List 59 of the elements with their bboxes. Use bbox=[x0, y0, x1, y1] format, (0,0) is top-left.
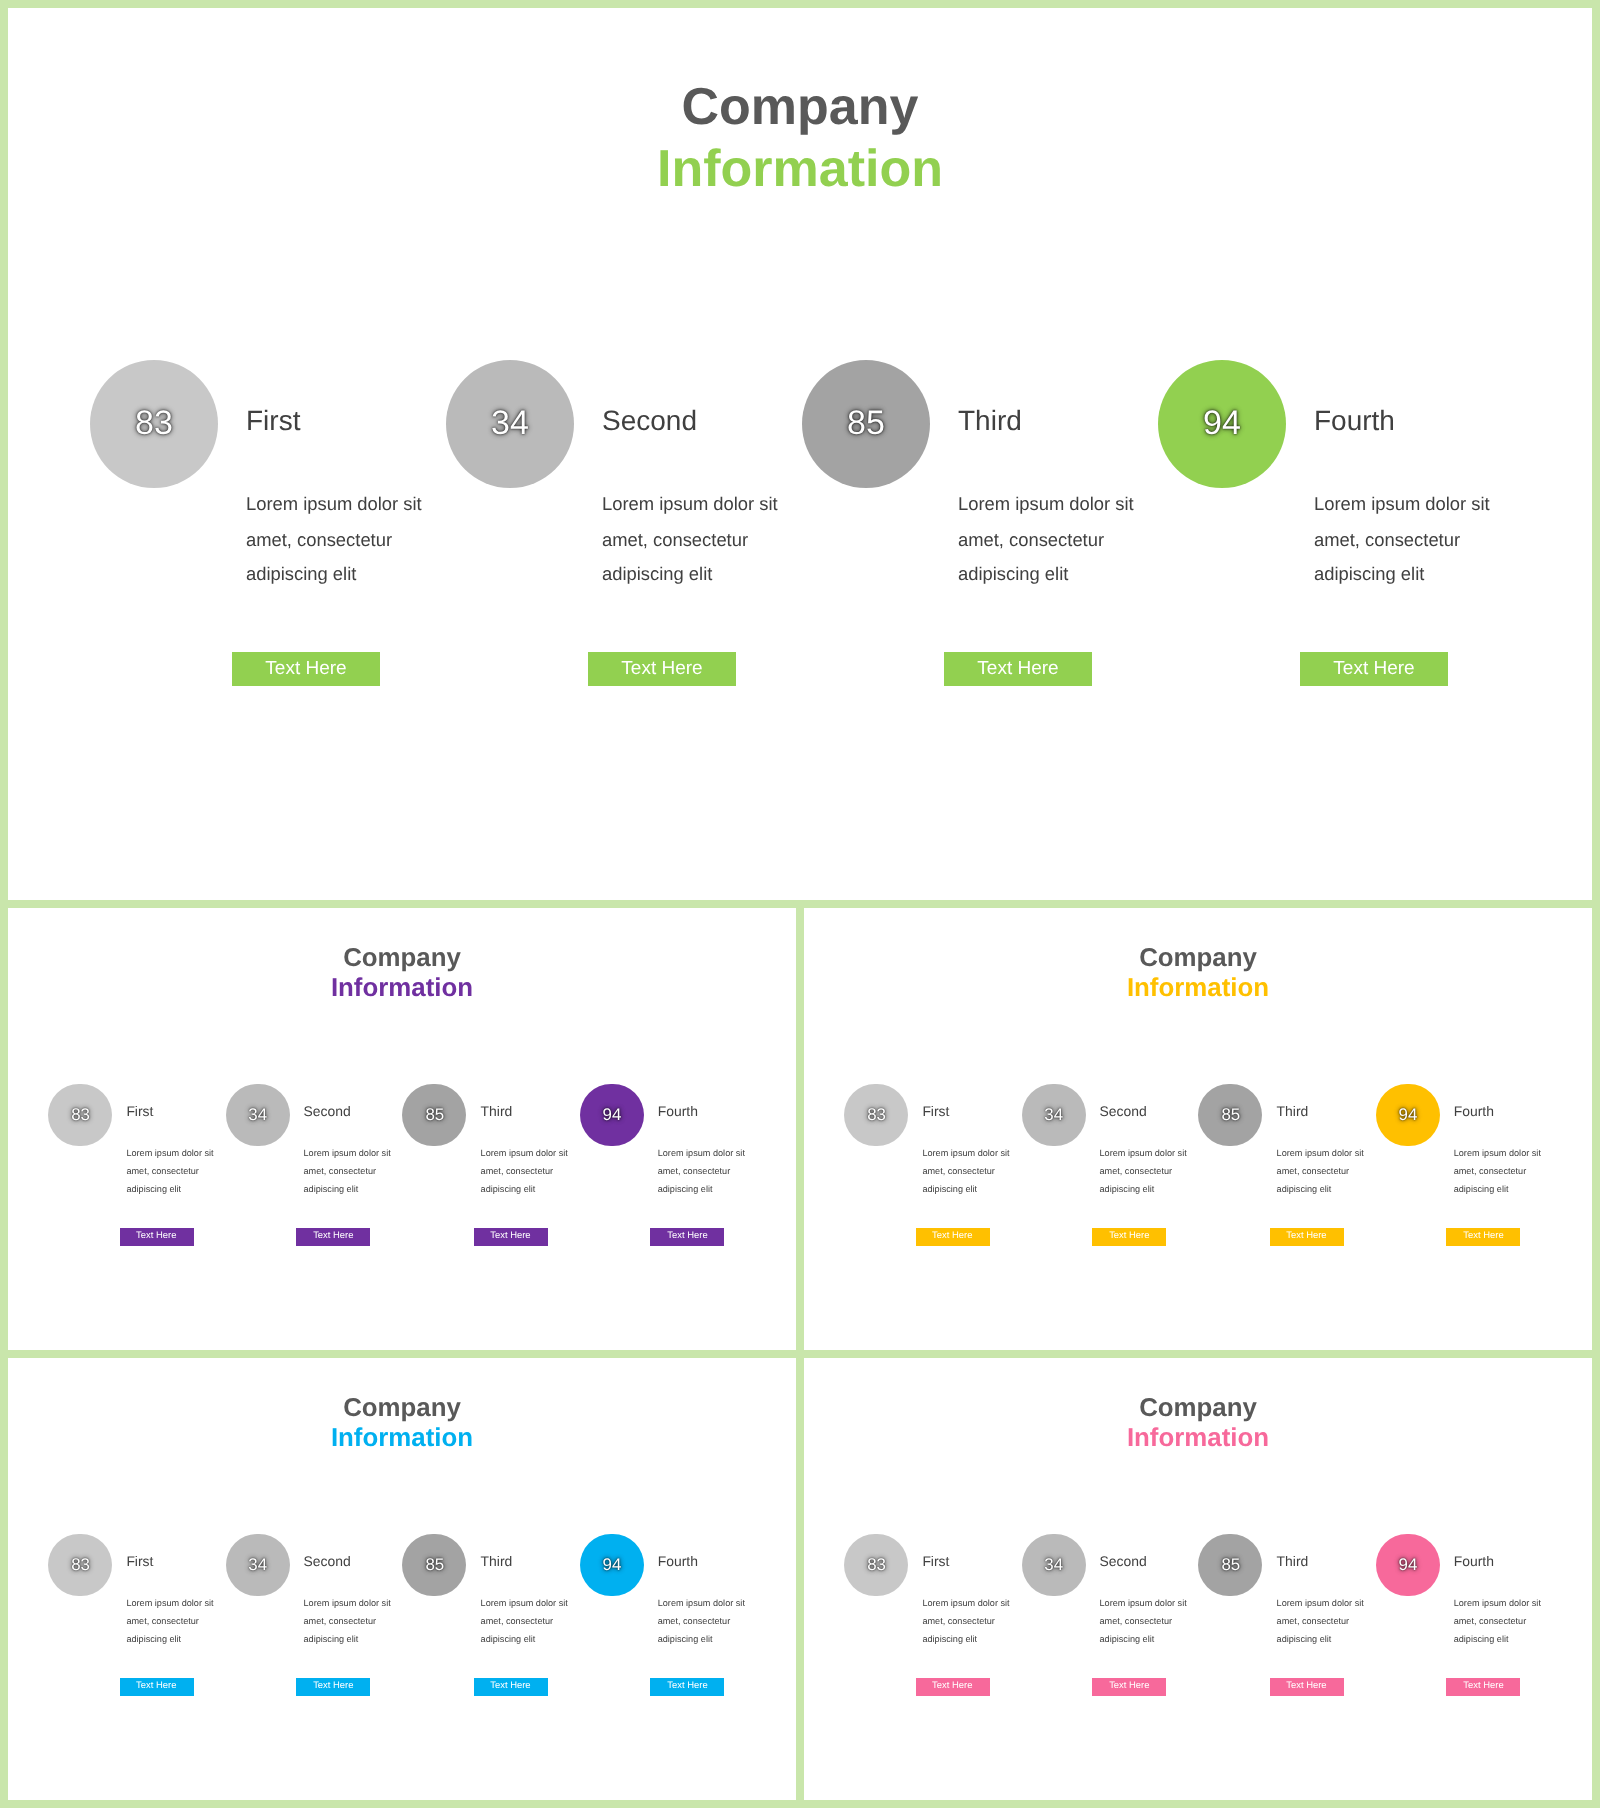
text-button: Text Here bbox=[232, 652, 380, 686]
number-circle bbox=[402, 1083, 467, 1147]
number-circle bbox=[1198, 1533, 1263, 1597]
number-circle bbox=[844, 1533, 909, 1597]
number-value: 34 bbox=[491, 404, 529, 444]
number-value: 85 bbox=[1221, 1554, 1241, 1575]
slide-title: Company bbox=[679, 76, 921, 138]
slide-subtitle: Information bbox=[1124, 1422, 1272, 1453]
number-circle bbox=[225, 1533, 290, 1597]
slide-panel bbox=[8, 1358, 796, 1800]
slide-subtitle: Information bbox=[328, 1422, 476, 1453]
slide-subtitle: Information bbox=[655, 138, 945, 200]
slide-title: Company bbox=[1137, 1391, 1259, 1422]
number-value: 85 bbox=[1221, 1104, 1241, 1125]
slide-subtitle: Information bbox=[1124, 972, 1272, 1003]
item-heading: Second bbox=[602, 404, 697, 436]
number-circle bbox=[580, 1533, 644, 1597]
number-value: 94 bbox=[1203, 404, 1241, 444]
slide-panel bbox=[804, 908, 1592, 1350]
item-description: Lorem ipsum dolor sit amet, consectetur adipiscing elit bbox=[958, 492, 1136, 588]
item-heading: Third bbox=[958, 404, 1022, 436]
slide-title: Company bbox=[341, 1391, 463, 1422]
slide-title: Company bbox=[1137, 941, 1259, 972]
item-description: Lorem ipsum dolor sit amet, consectetur adipiscing elit bbox=[602, 492, 780, 588]
number-value: 85 bbox=[847, 404, 885, 444]
number-circle bbox=[225, 1083, 290, 1147]
number-value: 85 bbox=[425, 1554, 445, 1575]
slide-panel bbox=[804, 1358, 1592, 1800]
number-circle bbox=[1021, 1533, 1086, 1597]
number-value: 83 bbox=[867, 1554, 886, 1575]
text-button: Text Here bbox=[1300, 652, 1448, 686]
number-value: 94 bbox=[602, 1104, 622, 1125]
number-value: 94 bbox=[602, 1554, 622, 1575]
text-button: Text Here bbox=[944, 652, 1092, 686]
item-heading: First bbox=[246, 404, 301, 436]
number-circle bbox=[48, 1533, 113, 1597]
number-circle bbox=[1021, 1083, 1086, 1147]
slide-title: Company bbox=[341, 941, 463, 972]
slide-panel bbox=[8, 8, 1592, 900]
number-circle bbox=[1198, 1083, 1263, 1147]
number-circle bbox=[402, 1533, 467, 1597]
number-circle bbox=[844, 1083, 909, 1147]
number-value: 94 bbox=[1398, 1554, 1418, 1575]
number-value: 83 bbox=[867, 1104, 886, 1125]
number-circle bbox=[1376, 1083, 1440, 1147]
number-circle bbox=[48, 1083, 113, 1147]
number-value: 83 bbox=[135, 404, 173, 444]
item-description: Lorem ipsum dolor sit amet, consectetur adipiscing elit bbox=[1314, 492, 1492, 588]
slide-subtitle: Information bbox=[328, 972, 476, 1003]
number-value: 83 bbox=[71, 1554, 90, 1575]
number-value: 94 bbox=[1398, 1104, 1418, 1125]
number-circle bbox=[580, 1083, 644, 1147]
text-button: Text Here bbox=[588, 652, 736, 686]
slide-panel bbox=[8, 908, 796, 1350]
number-value: 83 bbox=[71, 1104, 90, 1125]
item-heading: Fourth bbox=[1314, 404, 1395, 436]
item-description: Lorem ipsum dolor sit amet, consectetur adipiscing elit bbox=[246, 492, 424, 588]
number-value: 85 bbox=[425, 1104, 445, 1125]
number-circle bbox=[1376, 1533, 1440, 1597]
